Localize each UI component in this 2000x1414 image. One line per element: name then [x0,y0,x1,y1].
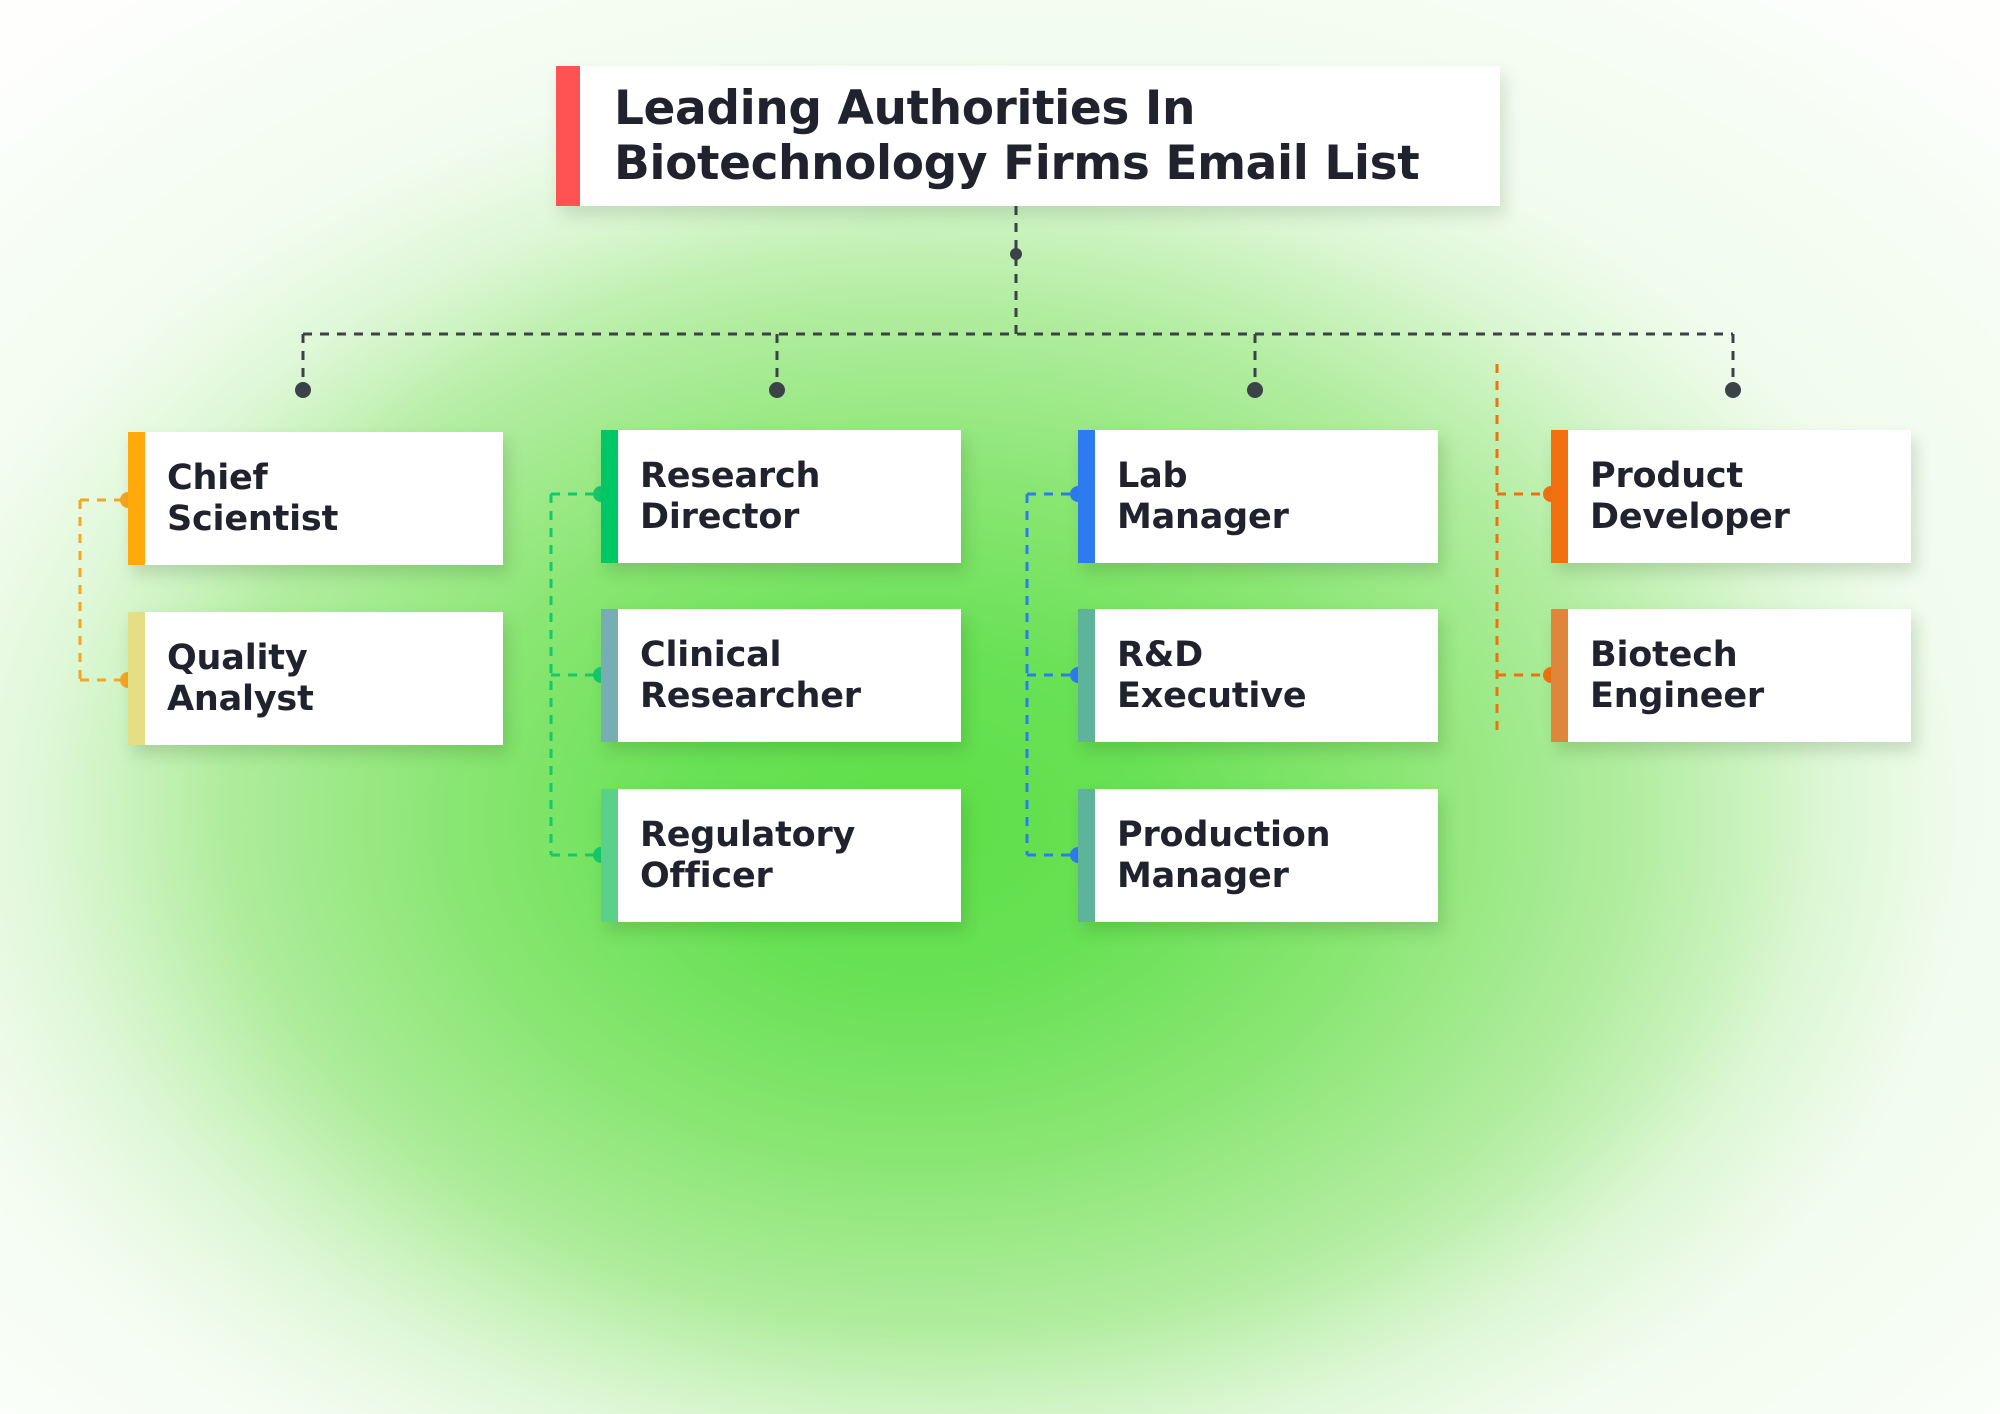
node-label: Regulatory Officer [640,814,856,896]
node-label: Quality Analyst [167,637,314,719]
node-label: Lab Manager [1117,455,1289,537]
node-accent-bar [601,609,618,742]
node-accent-bar [1551,430,1568,563]
node-label: Product Developer [1590,455,1790,537]
node-label: Clinical Researcher [640,634,861,716]
node-regulatory-officer[interactable]: Regulatory Officer [601,789,961,922]
node-label: Biotech Engineer [1590,634,1764,716]
node-accent-bar [1551,609,1568,742]
node-production-manager[interactable]: Production Manager [1078,789,1438,922]
node-quality-analyst[interactable]: Quality Analyst [128,612,503,745]
node-product-developer[interactable]: Product Developer [1551,430,1911,563]
page-title: Leading Authorities In Biotechnology Fir… [614,80,1420,191]
node-label: Chief Scientist [167,457,339,539]
node-accent-bar [1078,789,1095,922]
title-text-wrap: Leading Authorities In Biotechnology Fir… [580,66,1500,206]
node-label: Research Director [640,455,821,537]
node-accent-bar [128,432,145,565]
title-accent-bar [556,66,580,206]
node-research-director[interactable]: Research Director [601,430,961,563]
node-clinical-researcher[interactable]: Clinical Researcher [601,609,961,742]
node-accent-bar [128,612,145,745]
node-accent-bar [601,430,618,563]
node-accent-bar [1078,609,1095,742]
node-accent-bar [601,789,618,922]
diagram-title-card: Leading Authorities In Biotechnology Fir… [556,66,1500,206]
node-rd-executive[interactable]: R&D Executive [1078,609,1438,742]
node-chief-scientist[interactable]: Chief Scientist [128,432,503,565]
node-lab-manager[interactable]: Lab Manager [1078,430,1438,563]
node-biotech-engineer[interactable]: Biotech Engineer [1551,609,1911,742]
node-accent-bar [1078,430,1095,563]
node-label: Production Manager [1117,814,1331,896]
node-label: R&D Executive [1117,634,1307,716]
